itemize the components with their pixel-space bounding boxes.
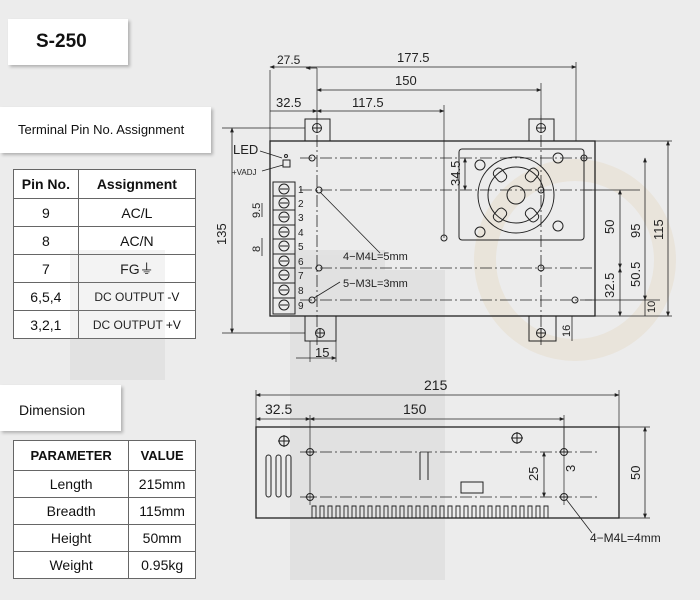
top-view-labels: 27.5 177.5 150 32.5 117.5 34.5 135 50 95… xyxy=(214,50,666,360)
terminal-number: 4 xyxy=(298,228,304,239)
led-label: LED xyxy=(233,142,258,157)
terminal-section-title: Terminal Pin No. Assignment xyxy=(18,122,185,137)
terminal-number: 3 xyxy=(298,213,304,224)
dim-34-5: 34.5 xyxy=(448,161,463,186)
table-row: Height 50mm xyxy=(12,524,196,552)
dim-27-5: 27.5 xyxy=(277,53,301,67)
side-view-labels: 215 32.5 150 25 3 50 4−M4L=4mm xyxy=(265,377,661,545)
table-row: Length 215mm xyxy=(12,470,196,498)
assignment-header: Assignment xyxy=(77,169,197,199)
screw-holes xyxy=(308,154,588,304)
model-title: S-250 xyxy=(36,31,87,52)
assignment-cell: DC OUTPUT +V xyxy=(77,310,197,339)
table-row: 9 AC/L xyxy=(13,198,197,227)
dim-32-5: 32.5 xyxy=(276,95,301,110)
note-m3-mount: 5−M3L=3mm xyxy=(343,278,408,290)
dim-117-5: 117.5 xyxy=(352,95,384,110)
dimension-section-title: Dimension xyxy=(19,402,86,418)
pin-cell: 8 xyxy=(13,226,79,255)
top-view xyxy=(222,62,672,362)
dimension-section-header: Dimension xyxy=(0,385,121,431)
note-m4-side: 4−M4L=4mm xyxy=(590,531,661,545)
value-cell: 50mm xyxy=(128,524,196,552)
dim-215: 215 xyxy=(424,377,448,393)
terminal-section-header: Terminal Pin No. Assignment xyxy=(0,107,211,153)
parameter-cell: Length xyxy=(12,470,130,498)
watermark-logo xyxy=(70,159,676,580)
assignment-cell: FG⏚ xyxy=(77,254,197,283)
vadj-label: +VADJ xyxy=(232,168,257,177)
model-title-box: S-250 xyxy=(8,19,128,65)
assignment-cell: AC/N xyxy=(77,226,197,255)
dim-32-5-side: 32.5 xyxy=(265,401,292,417)
parameter-cell: Breadth xyxy=(12,497,130,525)
vadj-pot xyxy=(284,154,288,158)
dim-177-5: 177.5 xyxy=(397,50,430,65)
terminal-number: 8 xyxy=(298,286,304,297)
mount-tab-top-left xyxy=(304,118,331,141)
terminal-number: 6 xyxy=(298,257,304,268)
table-row: 7 FG⏚ xyxy=(13,254,197,283)
parameter-cell: Height xyxy=(12,524,130,552)
terminal-pin-table: Pin No. Assignment 9 AC/L 8 AC/N 7 FG⏚ 6… xyxy=(13,169,197,339)
led-indicator xyxy=(282,159,291,168)
dim-3: 3 xyxy=(563,465,578,472)
terminal-number: 7 xyxy=(298,271,304,282)
dim-50: 50 xyxy=(602,220,617,234)
dim-10: 10 xyxy=(646,301,658,313)
table-row: 6,5,4 DC OUTPUT -V xyxy=(13,282,197,311)
terminal-number: 2 xyxy=(298,199,304,210)
assignment-cell: AC/L xyxy=(77,198,197,227)
mount-tab-top-right xyxy=(528,118,555,141)
dim-9-5: 9.5 xyxy=(251,203,263,218)
dim-115: 115 xyxy=(651,219,666,240)
dim-135: 135 xyxy=(214,223,229,245)
dim-16: 16 xyxy=(561,325,573,337)
pin-cell: 9 xyxy=(13,198,79,227)
dim-50-5: 50.5 xyxy=(628,262,643,287)
dimension-table: PARAMETER VALUE Length 215mm Breadth 115… xyxy=(12,440,196,579)
table-row: Weight 0.95kg xyxy=(12,551,196,579)
pin-cell: 3,2,1 xyxy=(13,310,79,339)
value-cell: 115mm xyxy=(128,497,196,525)
terminal-number: 1 xyxy=(298,185,304,196)
top-view-body xyxy=(269,140,596,317)
dim-150: 150 xyxy=(395,73,417,88)
fan-grille xyxy=(458,148,585,241)
mount-tab-bottom-right xyxy=(528,316,557,342)
table-row: 8 AC/N xyxy=(13,226,197,255)
value-cell: 215mm xyxy=(128,470,196,498)
terminal-number: 9 xyxy=(298,301,304,312)
side-view xyxy=(255,390,650,534)
dim-150-side: 150 xyxy=(403,401,427,417)
mount-tab-bottom-left xyxy=(304,316,337,342)
dim-25: 25 xyxy=(526,467,541,481)
vent-slots-left xyxy=(265,454,292,498)
parameter-cell: Weight xyxy=(12,551,130,579)
dim-15: 15 xyxy=(315,345,329,360)
terminal-block xyxy=(272,181,296,315)
vent-slots-bottom xyxy=(311,505,549,518)
dim-32-5-vertical: 32.5 xyxy=(602,273,617,298)
table-row: Breadth 115mm xyxy=(12,497,196,525)
pin-cell: 6,5,4 xyxy=(13,282,79,311)
value-cell: 0.95kg xyxy=(128,551,196,579)
side-view-body xyxy=(255,426,620,519)
dim-8: 8 xyxy=(251,246,263,252)
pin-no-header: Pin No. xyxy=(13,169,79,199)
dim-50-side: 50 xyxy=(628,466,643,480)
dim-95: 95 xyxy=(628,224,643,238)
table-row: 3,2,1 DC OUTPUT +V xyxy=(13,310,197,339)
note-m4-mount: 4−M4L=5mm xyxy=(343,251,408,263)
table-header-row: Pin No. Assignment xyxy=(13,169,197,199)
terminal-number: 5 xyxy=(298,242,304,253)
